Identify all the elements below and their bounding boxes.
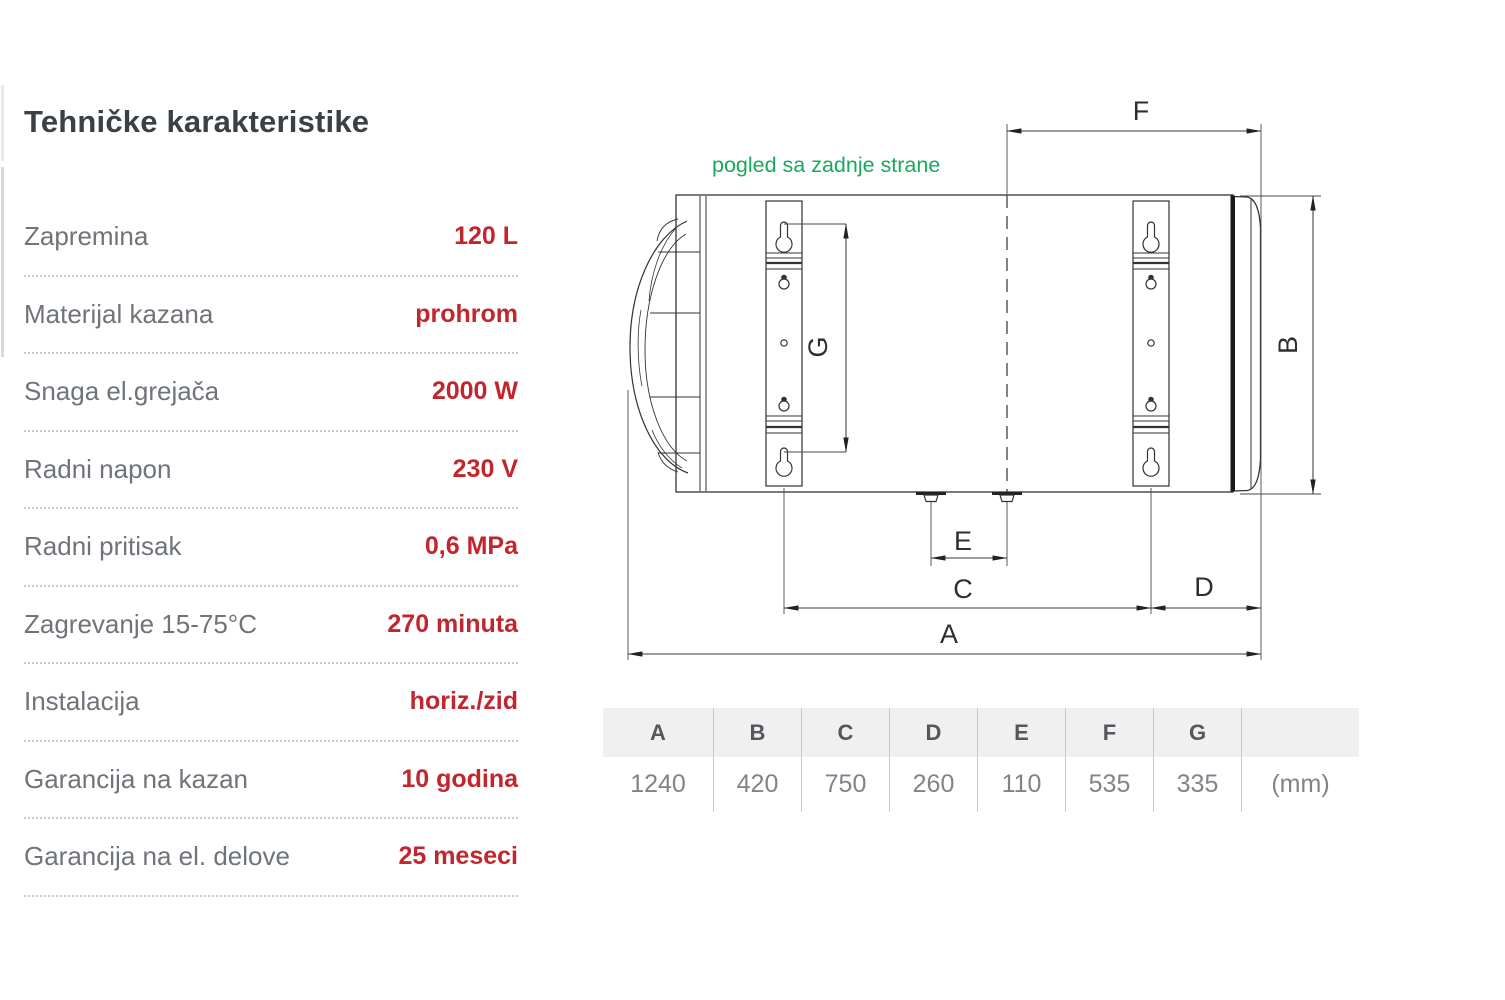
dims-value: 260 — [890, 757, 977, 812]
dims-col-g: G 335 — [1153, 708, 1241, 812]
dim-label-g: G — [803, 336, 833, 357]
technical-diagram: pogled sa zadnje strane — [600, 85, 1370, 700]
dims-col-a: A 1240 — [603, 708, 713, 812]
dim-label-e: E — [954, 526, 972, 556]
dims-header: C — [802, 708, 889, 757]
dims-unit: (mm) — [1242, 757, 1359, 812]
dims-value: 420 — [714, 757, 801, 812]
spec-value: horiz./zid — [409, 687, 518, 716]
spec-row: Radni napon 230 V — [24, 432, 518, 509]
dim-label-d: D — [1194, 572, 1214, 602]
spec-value: 120 L — [454, 222, 518, 251]
dims-col-b: B 420 — [713, 708, 801, 812]
dimension-labels: F B G E C D A — [803, 96, 1303, 649]
pipe-connections — [916, 492, 1022, 503]
spec-label: Materijal kazana — [24, 298, 214, 329]
heater-cover — [629, 218, 700, 474]
dims-value: 750 — [802, 757, 889, 812]
spec-row: Zapremina 120 L — [24, 199, 518, 277]
extension-lines — [627, 124, 1321, 660]
spec-row: Instalacija horiz./zid — [24, 664, 518, 742]
spec-value: 2000 W — [431, 377, 518, 406]
dims-header: G — [1154, 708, 1241, 757]
dims-value: 335 — [1154, 757, 1241, 812]
spec-label: Zagrevanje 15-75°C — [24, 608, 257, 639]
dims-value: 110 — [978, 757, 1065, 812]
dims-col-c: C 750 — [801, 708, 889, 812]
dimension-lines — [627, 128, 1316, 657]
spec-value: 270 minuta — [387, 609, 518, 638]
spec-row: Radni pritisak 0,6 MPa — [24, 509, 518, 587]
dims-header: B — [714, 708, 801, 757]
spec-row: Snaga el.grejača 2000 W — [24, 354, 518, 432]
dimensions-table: A 1240 B 420 C 750 D 260 E 110 F 535 G 3… — [603, 708, 1359, 812]
spec-value: 230 V — [452, 454, 518, 483]
mounting-bracket-right — [1132, 200, 1170, 487]
spec-label: Snaga el.grejača — [24, 376, 220, 407]
dim-label-a: A — [940, 619, 958, 649]
spec-label: Radni napon — [24, 453, 172, 484]
spec-label: Garancija na el. delove — [24, 841, 290, 872]
spec-label: Radni pritisak — [24, 531, 182, 562]
dims-header — [1242, 708, 1359, 757]
spec-value: prohrom — [415, 299, 518, 328]
spec-list: Zapremina 120 L Materijal kazana prohrom… — [24, 199, 518, 897]
dims-value: 1240 — [603, 757, 713, 812]
dim-label-b: B — [1273, 336, 1303, 354]
dims-value: 535 — [1066, 757, 1153, 812]
tank-right-seam — [1230, 195, 1235, 492]
spec-row: Zagrevanje 15-75°C 270 minuta — [24, 587, 518, 664]
dims-col-unit: (mm) — [1241, 708, 1359, 812]
dim-label-f: F — [1133, 96, 1150, 126]
spec-label: Instalacija — [24, 686, 140, 717]
spec-value: 25 meseci — [398, 842, 518, 871]
page-left-border — [1, 85, 4, 161]
spec-value: 0,6 MPa — [424, 532, 518, 561]
dims-col-d: D 260 — [889, 708, 977, 812]
spec-label: Zapremina — [24, 221, 149, 252]
spec-row: Materijal kazana prohrom — [24, 277, 518, 354]
dims-header: A — [603, 708, 713, 757]
dims-header: D — [890, 708, 977, 757]
dims-col-f: F 535 — [1065, 708, 1153, 812]
mounting-bracket-left — [765, 200, 803, 487]
spec-label: Garancija na kazan — [24, 763, 249, 794]
diagram-caption: pogled sa zadnje strane — [712, 153, 940, 177]
page-left-border — [1, 167, 4, 357]
dims-header: F — [1066, 708, 1153, 757]
dims-col-e: E 110 — [977, 708, 1065, 812]
spec-value: 10 godina — [401, 764, 518, 793]
spec-row: Garancija na kazan 10 godina — [24, 742, 518, 819]
dims-header: E — [978, 708, 1065, 757]
spec-row: Garancija na el. delove 25 meseci — [24, 819, 518, 897]
page-title: Tehničke karakteristike — [24, 104, 370, 139]
tank-body — [675, 194, 1262, 493]
dim-label-c: C — [953, 574, 973, 604]
